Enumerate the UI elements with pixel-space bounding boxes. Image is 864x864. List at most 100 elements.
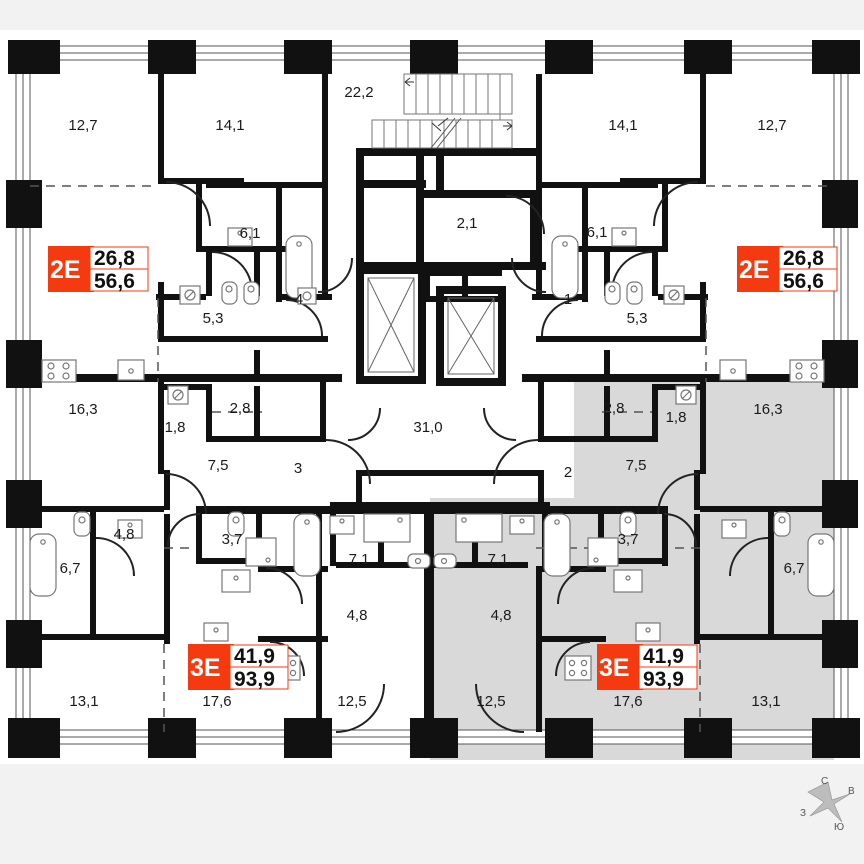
room-6-7-right: 6,7 — [784, 560, 805, 577]
washing-machine-icon — [663, 285, 685, 305]
badge-swatch — [188, 644, 234, 690]
kitchen-sink-icon — [719, 359, 747, 381]
cooktop-icon — [41, 359, 77, 383]
compass-north-label: С — [821, 776, 828, 787]
room-5-3-right: 5,3 — [627, 310, 648, 327]
bathtub-icon — [551, 235, 579, 299]
room-16-3-right: 16,3 — [753, 401, 782, 418]
shower-icon — [587, 537, 619, 567]
room-17-6-right: 17,6 — [613, 693, 642, 710]
toilet-icon — [619, 511, 637, 537]
bathtub-icon — [543, 513, 571, 577]
cooktop-icon — [564, 655, 592, 681]
room-6-7-left: 6,7 — [60, 560, 81, 577]
corridor-31-0: 31,0 — [413, 419, 442, 436]
staircase — [371, 73, 513, 149]
room-22-2: 22,2 — [344, 84, 373, 101]
room-14-1-right: 14,1 — [608, 117, 637, 134]
compass-west-label: З — [800, 808, 806, 819]
washbasin-icon — [635, 622, 661, 642]
room-16-3-left: 16,3 — [68, 401, 97, 418]
badge-living-area: 41,9 — [234, 645, 275, 668]
hall-2-right: 2 — [564, 464, 572, 481]
room-6-1-left: 6,1 — [240, 225, 261, 242]
room-4-8-lt: 4,8 — [114, 526, 135, 543]
toilet-icon — [221, 281, 238, 305]
washbasin-icon — [221, 569, 251, 593]
room-3-7-right: 3,7 — [618, 531, 639, 548]
washbasin-icon — [117, 519, 143, 539]
room-14-1-left: 14,1 — [215, 117, 244, 134]
shower-icon — [245, 537, 277, 567]
room-2-1: 2,1 — [457, 215, 478, 232]
washbasin-icon — [227, 227, 253, 247]
room-12-7-right: 12,7 — [757, 117, 786, 134]
badge-living-area: 26,8 — [783, 247, 824, 270]
washbasin-icon — [613, 569, 643, 593]
kitchen-sink-icon — [117, 359, 145, 381]
washbasin-icon — [203, 622, 229, 642]
toilet-icon — [73, 511, 91, 537]
badge-2e-right[interactable]: 2Е 26,856,6 — [737, 246, 838, 293]
badge-swatch — [737, 246, 783, 292]
washbasin-icon — [721, 519, 747, 539]
floorplan-svg: 12,714,122,214,112,76,12,16,118,418,4415… — [6, 40, 860, 760]
toilet-icon — [243, 281, 260, 305]
hall-1-right: 1 — [564, 291, 572, 308]
badge-total-area: 56,6 — [783, 270, 824, 293]
room-17-6-left: 17,6 — [202, 693, 231, 710]
room-1-8-right: 1,8 — [666, 409, 687, 426]
washbasin-icon — [329, 515, 355, 535]
badge-room-count: 3Е — [190, 654, 221, 682]
room-13-1-right: 13,1 — [751, 693, 780, 710]
structural-columns — [6, 40, 860, 758]
door-swings — [95, 181, 769, 733]
room-13-1-left: 13,1 — [69, 693, 98, 710]
toilet-icon — [227, 511, 245, 537]
badge-room-count: 2Е — [50, 256, 81, 284]
room-6-1-right: 6,1 — [587, 224, 608, 241]
elevator-cabins — [367, 277, 495, 375]
bathtub-icon — [29, 533, 57, 597]
washing-machine-icon — [179, 285, 201, 305]
apartment-boundary-dashed — [30, 185, 834, 732]
floorplan-canvas: 12,714,122,214,112,76,12,16,118,418,4415… — [0, 30, 864, 764]
room-4-8-rb: 4,8 — [491, 607, 512, 624]
cooktop-icon — [789, 359, 825, 383]
toilet-icon — [407, 553, 431, 569]
washing-machine-icon — [297, 287, 317, 305]
badge-room-count: 2Е — [739, 256, 770, 284]
room-area-labels: 12,714,122,214,112,76,12,16,118,418,4415… — [60, 84, 805, 710]
badge-living-area: 26,8 — [94, 247, 135, 270]
room-2-8-right: 2,8 — [604, 400, 625, 417]
washbasin-icon — [611, 227, 637, 247]
badge-2e-left[interactable]: 2Е 26,856,6 — [48, 246, 149, 293]
room-7-1-left: 7,1 — [349, 551, 370, 568]
room-7-1-right: 7,1 — [488, 551, 509, 568]
room-12-5-left: 12,5 — [337, 693, 366, 710]
compass-east-label: В — [848, 786, 855, 797]
compass-south-label: Ю — [834, 822, 844, 833]
room-12-7-left: 12,7 — [68, 117, 97, 134]
toilet-icon — [626, 281, 643, 305]
compass-star-icon — [807, 781, 851, 823]
room-7-5-left: 7,5 — [208, 457, 229, 474]
washing-machine-icon — [675, 385, 697, 405]
kitchen-sink-icon — [455, 513, 503, 543]
badge-living-area: 41,9 — [643, 645, 684, 668]
room-2-8-left: 2,8 — [230, 400, 251, 417]
room-12-5-right: 12,5 — [476, 693, 505, 710]
badge-total-area: 56,6 — [94, 270, 135, 293]
bathtub-icon — [807, 533, 835, 597]
washing-machine-icon — [167, 385, 189, 405]
badge-swatch — [597, 644, 643, 690]
room-5-3-left: 5,3 — [203, 310, 224, 327]
toilet-icon — [773, 511, 791, 537]
badge-swatch — [48, 246, 94, 292]
bathtub-icon — [293, 513, 321, 577]
kitchen-sink-icon — [363, 513, 411, 543]
